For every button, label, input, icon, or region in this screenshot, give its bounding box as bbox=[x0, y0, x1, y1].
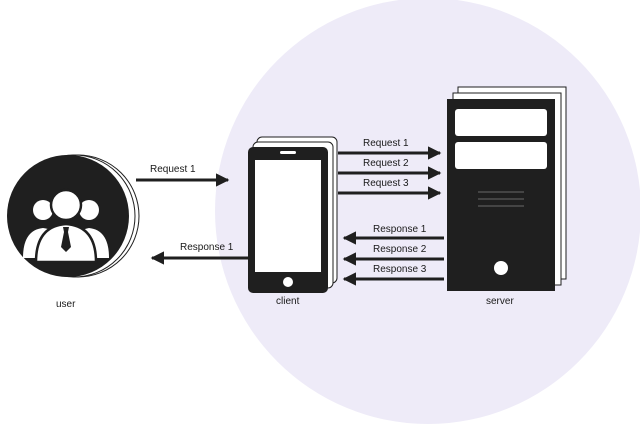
server-vent bbox=[478, 191, 524, 207]
edge-label-user-to-client: Request 1 bbox=[150, 164, 196, 175]
edge-label-request-2: Request 2 bbox=[363, 158, 409, 169]
server-node bbox=[447, 86, 567, 291]
edge-label-request-3: Request 3 bbox=[363, 178, 409, 189]
edge-label-request-1: Request 1 bbox=[363, 138, 409, 149]
edge-label-response-2: Response 2 bbox=[373, 244, 427, 255]
edge-label-response-3: Response 3 bbox=[373, 264, 427, 275]
edge-label-client-to-user: Response 1 bbox=[180, 242, 234, 253]
user-node bbox=[7, 154, 140, 278]
server-drive-bay-1 bbox=[455, 109, 547, 136]
edge-label-response-1: Response 1 bbox=[373, 224, 427, 235]
arrows bbox=[136, 146, 444, 286]
users-group-icon bbox=[23, 188, 109, 264]
server-power-button bbox=[494, 261, 508, 275]
server-drive-bay-2 bbox=[455, 142, 547, 169]
server-label: server bbox=[486, 296, 514, 307]
phone-screen bbox=[255, 160, 321, 272]
tie-icon bbox=[61, 227, 71, 252]
client-node bbox=[248, 136, 338, 293]
client-label: client bbox=[276, 296, 300, 307]
user-label: user bbox=[56, 299, 76, 310]
phone-home-button bbox=[283, 277, 293, 287]
phone-speaker bbox=[280, 151, 296, 154]
